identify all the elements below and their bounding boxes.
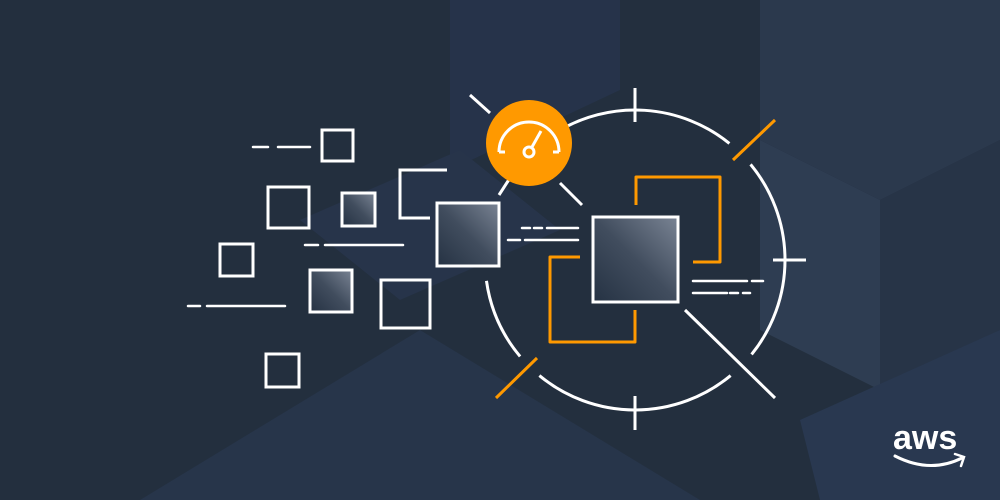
background-blocks bbox=[140, 0, 1000, 500]
svg-text:aws: aws bbox=[893, 419, 957, 457]
dash-lines bbox=[186, 145, 765, 308]
aws-logo: aws bbox=[893, 419, 966, 468]
orange-brackets bbox=[548, 175, 722, 344]
central-square bbox=[591, 215, 680, 304]
accent-lines bbox=[494, 118, 777, 400]
ring-ticks bbox=[468, 88, 806, 430]
left-squares bbox=[218, 128, 501, 389]
ring-arc bbox=[484, 280, 522, 358]
speedometer-icon bbox=[486, 100, 572, 186]
ring-arc bbox=[555, 108, 731, 145]
